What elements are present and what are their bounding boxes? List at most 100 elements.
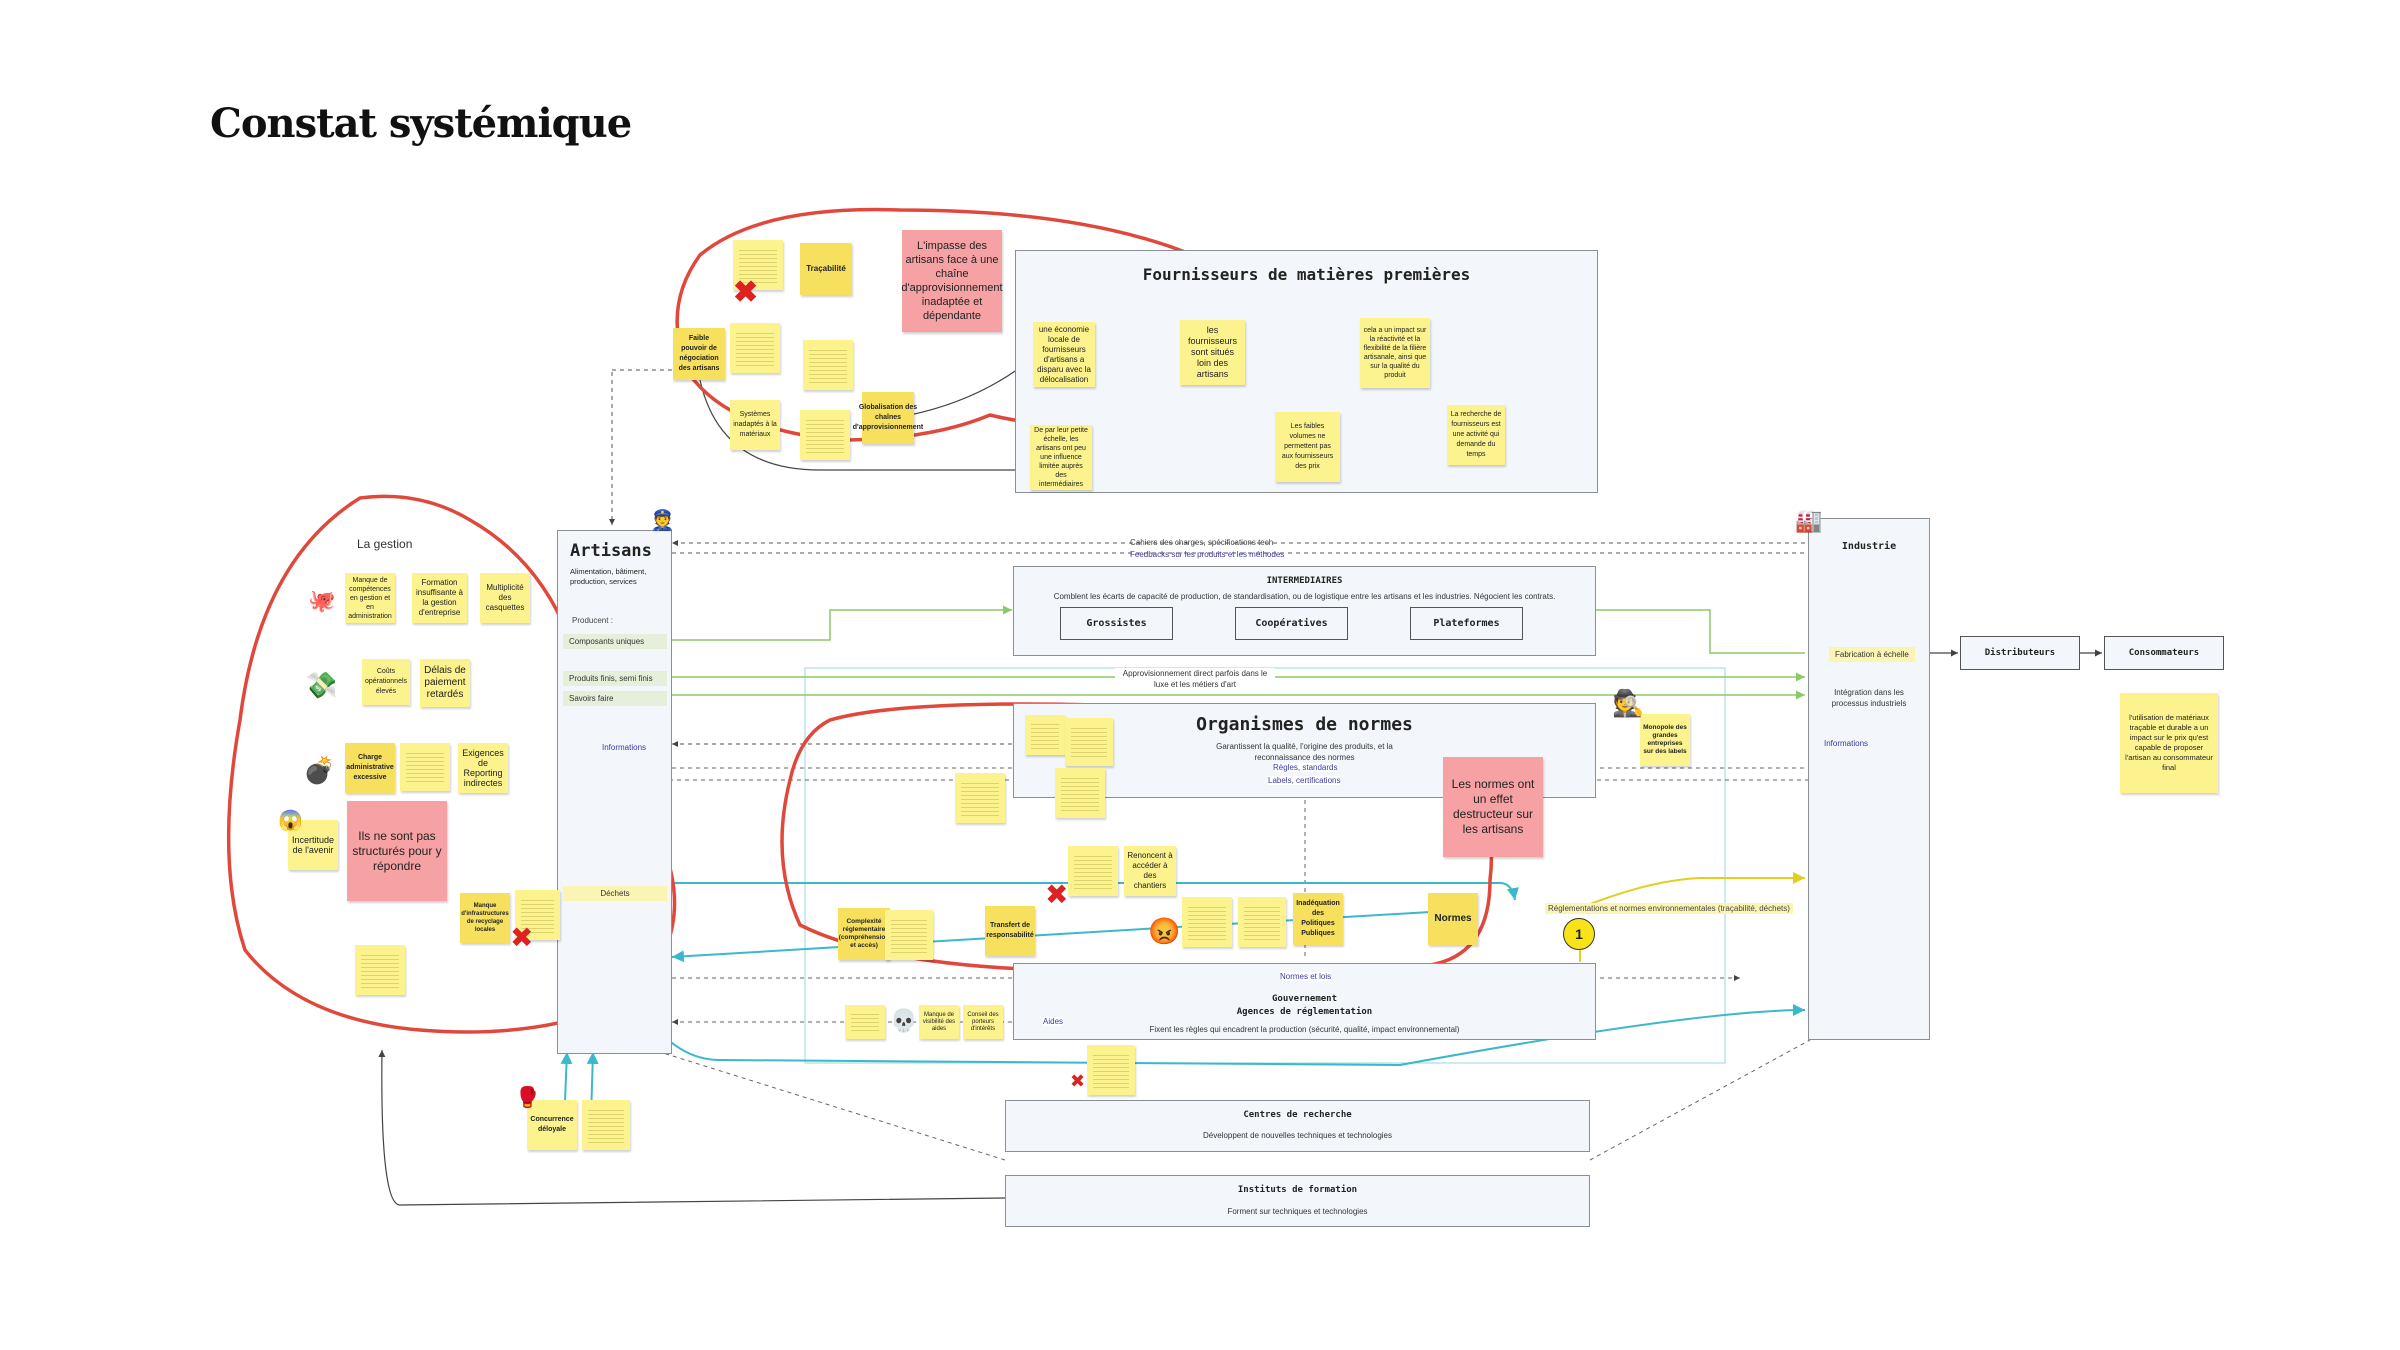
sticky-incertitude[interactable]: Incertitude de l'avenir xyxy=(288,820,338,870)
sticky-faibles[interactable]: Les faibles volumes ne permettent pas au… xyxy=(1275,412,1340,482)
sticky-gestion-pink[interactable]: Ils ne sont pas structurés pour y répond… xyxy=(347,801,447,901)
sticky-inadequation[interactable]: Inadéquation des Politiques Publiques xyxy=(1293,893,1343,945)
bomb-icon: 💣 xyxy=(303,755,336,785)
gouvernement-subtitle: Fixent les règles qui encadrent la produ… xyxy=(1149,1025,1460,1034)
organismes-subtitle: Garantissent la qualité, l'origine des p… xyxy=(1216,742,1393,762)
sticky-manque-visibilite[interactable]: Manque de visibilité des aides xyxy=(919,1005,959,1039)
scream-icon: 😱 xyxy=(278,810,303,832)
cross-icon-4: ✖ xyxy=(1070,1071,1086,1091)
sticky-org-g xyxy=(1238,897,1286,947)
artisans-subtitle: Alimentation, bâtiment, production, serv… xyxy=(570,567,647,586)
artisans-frame: Artisans Alimentation, bâtiment, product… xyxy=(557,530,672,1054)
sticky-charge[interactable]: Charge administrative excessive xyxy=(345,743,395,793)
recherche-title: Centres de recherche xyxy=(1243,1110,1352,1120)
sticky-org-e xyxy=(1068,846,1118,896)
sticky-renoncent[interactable]: Renoncent à accéder à des chantiers xyxy=(1124,846,1176,896)
informations-label: Informations xyxy=(602,743,647,752)
gestion-title: La gestion xyxy=(357,537,413,551)
producent-label: Producent : xyxy=(572,616,613,625)
sticky-faible-note xyxy=(730,323,780,373)
sticky-petite[interactable]: De par leur petite échelle, les artisans… xyxy=(1030,425,1092,490)
flow-appro-direct: Approvisionnement direct parfois dans le… xyxy=(1115,668,1275,690)
sticky-globalisation-extra xyxy=(800,410,850,460)
flow-feedbacks: Feedbacks sur les produits et les méthod… xyxy=(1130,550,1285,559)
flow-normes-lois: Normes et lois xyxy=(1280,972,1332,981)
consommateurs-box[interactable]: Consommateurs xyxy=(2104,636,2224,670)
recherche-frame: Centres de recherche Développent de nouv… xyxy=(1005,1100,1590,1152)
artisans-title: Artisans xyxy=(570,541,652,561)
flow-aides: Aides xyxy=(1043,1017,1064,1026)
industrie-title: Industrie xyxy=(1841,541,1897,552)
sticky-complexite[interactable]: Complexité réglementaire (compréhension … xyxy=(838,908,890,960)
fournisseurs-title: Fournisseurs de matières premières xyxy=(1142,265,1471,284)
sticky-delais[interactable]: Délais de paiement retardés xyxy=(420,659,470,707)
sticky-systemes[interactable]: Systèmes inadaptés à la matériaux xyxy=(730,400,780,450)
industrie-informations: Informations xyxy=(1824,739,1869,748)
sticky-aides-a xyxy=(845,1005,885,1039)
sticky-org-d xyxy=(1055,768,1105,818)
distributeurs-box[interactable]: Distributeurs xyxy=(1960,636,2080,670)
circle-marker[interactable]: 1 xyxy=(1563,918,1595,950)
recherche-subtitle: Développent de nouvelles techniques et t… xyxy=(1202,1131,1393,1140)
page-title: Constat systémique xyxy=(210,100,632,147)
sticky-org-f xyxy=(1182,897,1232,947)
sticky-monopole[interactable]: Monopole des grandes entreprises sur des… xyxy=(1640,714,1690,766)
sticky-transfert[interactable]: Transfert de responsabilité xyxy=(985,906,1035,956)
sticky-globalisation-note xyxy=(803,340,853,390)
sticky-manque[interactable]: Manque de compétences en gestion et en a… xyxy=(345,573,395,623)
plateformes-box[interactable]: Plateformes xyxy=(1410,607,1523,640)
sticky-tracabilite[interactable]: Traçabilité xyxy=(800,243,852,295)
intermediaires-subtitle: Comblent les écarts de capacité de produ… xyxy=(1053,592,1556,601)
sticky-impact[interactable]: cela a un impact sur la réactivité et la… xyxy=(1360,318,1430,388)
flow-cahiers: Cahiers des charges, spécifications tech xyxy=(1130,538,1274,547)
sticky-normes[interactable]: Normes xyxy=(1428,893,1478,945)
cooperatives-box[interactable]: Coopératives xyxy=(1235,607,1348,640)
sticky-gestion-bottom xyxy=(355,945,405,995)
composants-chip: Composants uniques xyxy=(563,634,667,649)
sticky-infra-note xyxy=(515,890,560,940)
sticky-consommateur-note[interactable]: l'utilisation de matériaux traçable et d… xyxy=(2120,693,2218,793)
sticky-manque-infra[interactable]: Manque d'infrastructures de recyclage lo… xyxy=(460,893,510,943)
angry-face-icon: 😡 xyxy=(1148,916,1181,946)
fabrication-chip: Fabrication à échelle xyxy=(1829,647,1915,662)
sticky-org-a xyxy=(1025,715,1065,755)
grossistes-box[interactable]: Grossistes xyxy=(1060,607,1173,640)
boxing-glove-icon: 🥊 xyxy=(515,1087,540,1109)
sticky-fournisseurs-pink[interactable]: L'impasse des artisans face à une chaîne… xyxy=(901,230,1003,332)
sticky-exigences[interactable]: Exigences de Reporting indirectes xyxy=(458,743,508,793)
flow-reglementations: Réglementations et normes environnementa… xyxy=(1545,903,1793,914)
produits-chip: Produits finis, semi finis xyxy=(563,671,667,686)
octopus-icon: 🐙 xyxy=(308,588,336,613)
instituts-frame: Instituts de formation Forment sur techn… xyxy=(1005,1175,1590,1227)
sticky-formation[interactable]: Formation insuffisante à la gestion d'en… xyxy=(412,573,467,623)
organismes-title: Organismes de normes xyxy=(1196,714,1413,735)
sticky-bottom-red xyxy=(1087,1045,1135,1095)
sticky-concurrence[interactable]: Concurrence déloyale xyxy=(527,1100,577,1150)
sticky-multiplicite[interactable]: Multiplicité des casquettes xyxy=(480,573,530,623)
gouvernement-title2: Agences de réglementation xyxy=(1236,1007,1373,1017)
savoirs-chip: Savoirs faire xyxy=(563,691,667,706)
cross-icon-3: ✖ xyxy=(510,922,534,953)
sticky-tracabilite-note xyxy=(733,240,783,290)
cross-icon-2: ✖ xyxy=(1045,879,1069,910)
sticky-globalisation[interactable]: Globalisation des chaînes d'approvisionn… xyxy=(853,392,923,444)
factory-icon: 🏭 xyxy=(1795,508,1823,533)
police-icon: 👮 xyxy=(650,510,675,532)
detective-icon: 🕵 xyxy=(1612,688,1645,718)
flow-labels: Labels, certifications xyxy=(1268,776,1341,785)
integration-label: Intégration dans les processus industrie… xyxy=(1831,688,1907,708)
sticky-loin[interactable]: les fournisseurs sont situés loin des ar… xyxy=(1180,320,1245,385)
instituts-title: Instituts de formation xyxy=(1237,1185,1358,1195)
sticky-organismes-pink[interactable]: Les normes ont un effet destructeur sur … xyxy=(1443,757,1543,857)
sticky-faible[interactable]: Faible pouvoir de négociation des artisa… xyxy=(673,328,725,380)
sticky-economie[interactable]: une économie locale de fournisseurs d'ar… xyxy=(1033,322,1095,387)
sticky-conseil[interactable]: Conseil des porteurs d'intérêts xyxy=(963,1005,1003,1039)
flow-regles: Règles, standards xyxy=(1273,763,1338,772)
dechets-chip: Déchets xyxy=(563,886,667,901)
sticky-charge-note xyxy=(400,743,450,791)
sticky-recherche-fourn[interactable]: La recherche de fournisseurs est une act… xyxy=(1447,405,1505,465)
money-icon: 💸 xyxy=(305,670,338,700)
sticky-org-c xyxy=(955,773,1005,823)
sticky-couts[interactable]: Coûts opérationnels élevés xyxy=(362,659,410,705)
cross-icon: ✖ xyxy=(733,276,759,309)
